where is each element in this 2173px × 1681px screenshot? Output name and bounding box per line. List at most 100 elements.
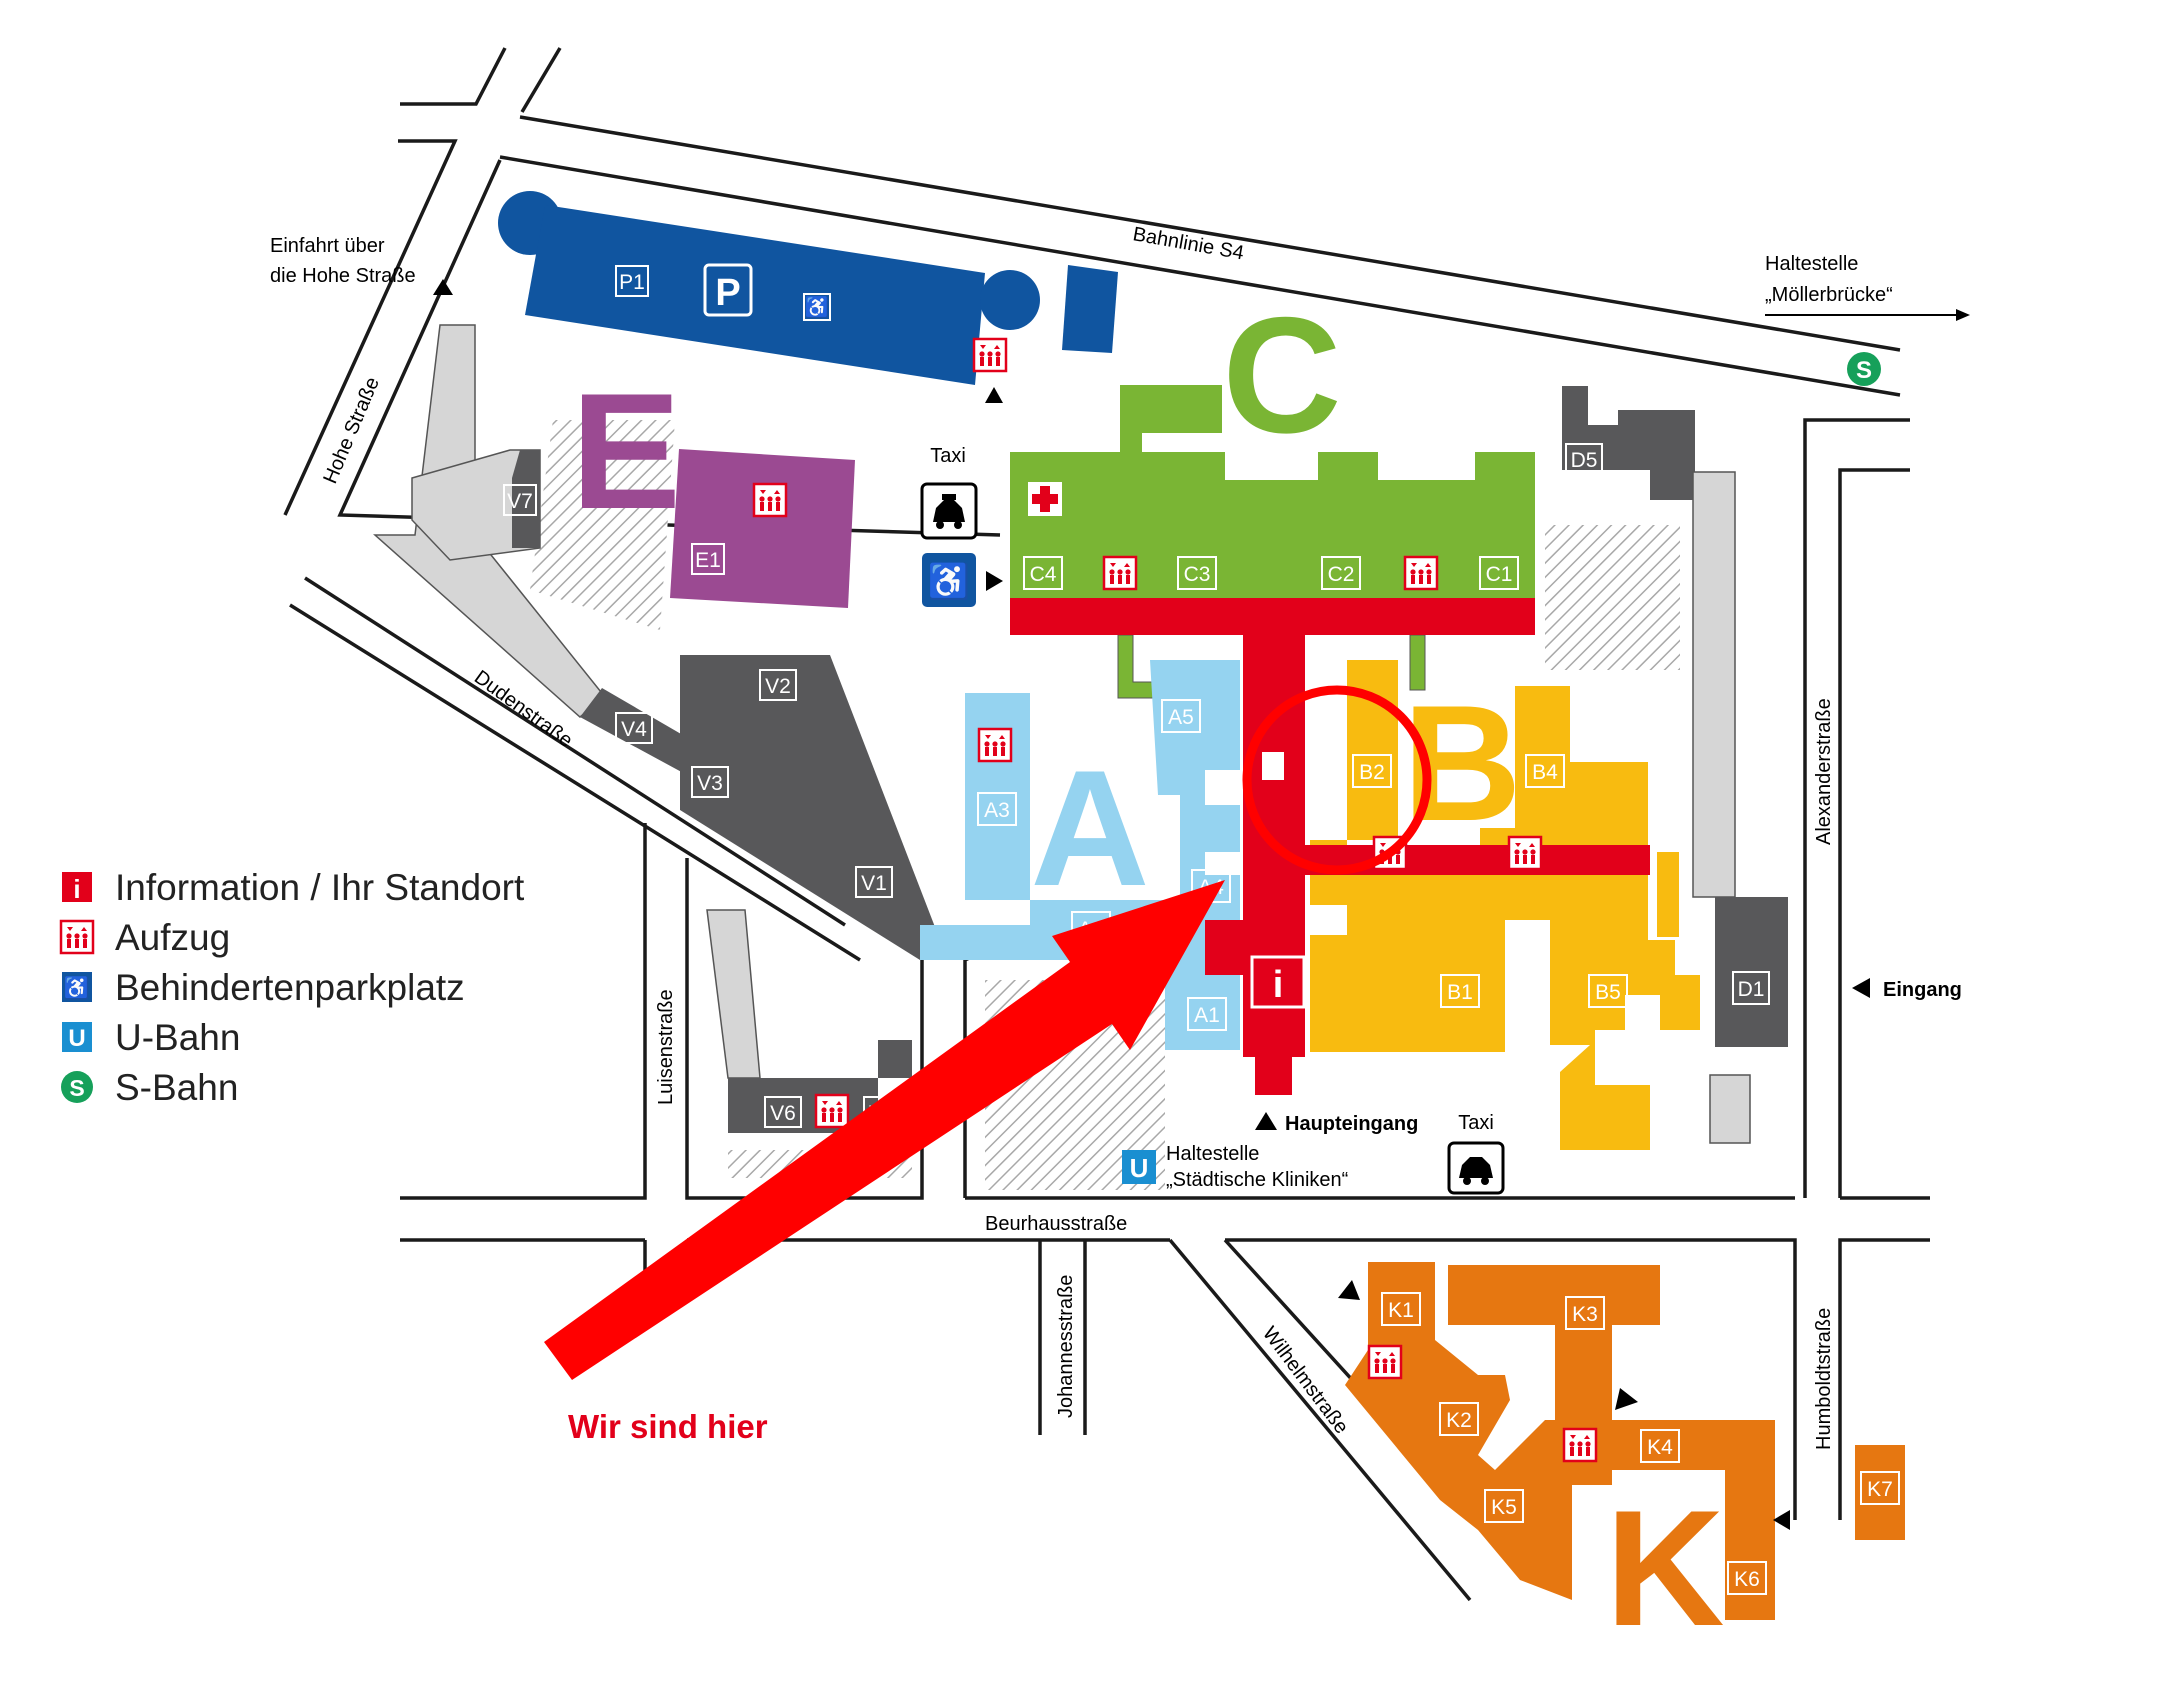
svg-text:♿: ♿ <box>64 975 90 1000</box>
legend-elevator-icon <box>59 919 95 955</box>
building-b-main <box>1310 686 1700 1150</box>
elevator-icon-b-2 <box>1507 835 1543 871</box>
entrance-arrow-k1 <box>1338 1280 1360 1300</box>
svg-text:i: i <box>73 874 80 904</box>
hatch-d5 <box>1545 525 1680 670</box>
wheelchair-icon: ♿ <box>803 293 831 321</box>
zone-k-letter: K <box>1605 1476 1724 1660</box>
street-label-alexander: Alexanderstraße <box>1813 698 1835 845</box>
street-wilhelm-right <box>1225 1238 1797 1520</box>
einfahrt-line1: Einfahrt über <box>270 235 385 257</box>
c2-label: C2 <box>1328 563 1355 586</box>
building-a3 <box>965 693 1030 900</box>
first-aid-icon <box>1028 482 1062 516</box>
street-label-hohe: Hohe Straße <box>319 374 384 487</box>
street-top-left <box>400 47 507 106</box>
v2-label: V2 <box>765 675 791 698</box>
svg-text:♿: ♿ <box>805 295 830 319</box>
railway-line-upper <box>519 115 1901 352</box>
k7-label: K7 <box>1867 1478 1893 1501</box>
p1-label-box <box>615 265 649 297</box>
building-d5 <box>1562 386 1695 500</box>
e1-label-box <box>691 543 725 575</box>
building-b2 <box>1310 660 1405 935</box>
building-v1-v2 <box>680 655 940 960</box>
haupteingang-label: Haupteingang <box>1285 1113 1418 1135</box>
k3-label: K3 <box>1572 1303 1598 1326</box>
v6-label: V6 <box>770 1102 796 1125</box>
taxi-top-label: Taxi <box>930 445 966 467</box>
info-icon-main: i <box>1250 955 1306 1009</box>
entrance-arrow-hohe <box>433 279 453 295</box>
parking-annex <box>1062 265 1118 353</box>
light-grey-v6-wing <box>706 909 761 1079</box>
zone-a-letter: A <box>1030 736 1149 920</box>
legend: i Information / Ihr Standort Aufzug ♿ Be… <box>59 867 525 1108</box>
building-v4 <box>580 688 700 782</box>
elevator-icon-c4 <box>1102 555 1138 591</box>
info-marker-small <box>1262 752 1284 780</box>
zone-c-letter: C <box>1222 283 1341 467</box>
elevator-icon-p1 <box>972 337 1008 373</box>
einfahrt-line2: die Hohe Straße <box>270 265 416 287</box>
u-bahn-stop-line1: Haltestelle <box>1166 1143 1259 1165</box>
s-bahn-stop-line1: Haltestelle <box>1765 253 1858 275</box>
c4-label: C4 <box>1030 563 1057 586</box>
svg-text:i: i <box>1273 964 1284 1006</box>
legend-info-icon: i <box>62 872 92 904</box>
s-bahn-stop-line2: „Möllerbrücke“ <box>1765 284 1893 306</box>
k2-label: K2 <box>1446 1409 1472 1432</box>
u-bahn-stop-line2: „Städtische Kliniken“ <box>1166 1169 1348 1191</box>
legend-item-elevator: Aufzug <box>115 917 230 958</box>
elevator-icon-v6 <box>814 1093 850 1129</box>
svg-text:S: S <box>1856 357 1872 384</box>
svg-text:♿: ♿ <box>928 562 970 601</box>
location-circle <box>1242 685 1432 875</box>
k5-label: K5 <box>1491 1496 1517 1519</box>
parking-rotunda-east <box>980 270 1040 330</box>
v3-label: V3 <box>697 772 723 795</box>
elevator-icon-k1 <box>1367 1344 1403 1380</box>
light-grey-d1-south <box>1709 1074 1751 1144</box>
building-e1 <box>670 449 855 608</box>
k1-label: K1 <box>1388 1299 1414 1322</box>
street-humboldt-right <box>1838 1238 1930 1520</box>
b2-label: B2 <box>1359 761 1385 784</box>
street-label-humboldt: Humboldtstraße <box>1813 1308 1835 1450</box>
legend-u-bahn-icon: U <box>62 1022 92 1052</box>
legend-wheelchair-icon: ♿ <box>62 972 92 1002</box>
street-top-left-2 <box>520 47 562 113</box>
street-luisen-left <box>400 823 647 1200</box>
d5-label: D5 <box>1571 449 1598 472</box>
elevator-icon-c2 <box>1403 555 1439 591</box>
zone-b-letter: B <box>1402 671 1521 855</box>
building-c <box>1010 385 1535 598</box>
b4-label: B4 <box>1532 761 1558 784</box>
k4-label: K4 <box>1647 1436 1673 1459</box>
k6-label: K6 <box>1734 1568 1760 1591</box>
street-label-luisen: Luisenstraße <box>655 989 677 1105</box>
you-are-here-label: Wir sind hier <box>568 1408 768 1445</box>
c1-label: C1 <box>1486 563 1513 586</box>
b1-label: B1 <box>1447 981 1473 1004</box>
c-labels: C4 C3 C2 C1 <box>1023 555 1519 591</box>
zone-e-letter: E <box>571 359 681 543</box>
street-alexander-left <box>1803 418 1910 1198</box>
elevator-icon-a3 <box>977 727 1013 763</box>
light-grey-alexander-wing <box>1692 471 1736 898</box>
taxi-bottom-icon <box>1447 1141 1505 1195</box>
u-bahn-stop-icon: U <box>1122 1150 1156 1184</box>
you-are-here-arrow <box>544 880 1225 1380</box>
eingang-label: Eingang <box>1883 979 1962 1001</box>
street-alexander-right <box>1838 468 1910 1198</box>
entrance-arrow-alexander <box>1852 978 1870 998</box>
taxi-top-icon <box>920 482 978 540</box>
street-network <box>283 47 1930 1602</box>
a3-label: A3 <box>984 799 1010 822</box>
svg-text:U: U <box>1130 1153 1149 1183</box>
parking-p1 <box>498 191 1118 385</box>
corridor-spine <box>1243 635 1305 1095</box>
corridor-a-link <box>1205 920 1243 975</box>
k-labels: K1 K2 K3 K4 K5 K6 K7 <box>1367 1292 1900 1595</box>
